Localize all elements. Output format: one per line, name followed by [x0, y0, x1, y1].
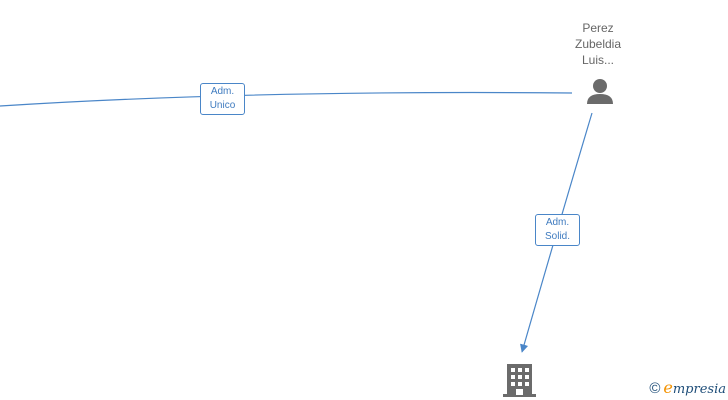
person-name-line-2: Zubeldia [574, 37, 622, 51]
person-name-line-3: Luis... [581, 53, 614, 67]
edge-label-line-2: Unico [209, 100, 236, 111]
person-name-line-1: Perez [582, 21, 614, 35]
edge-label-line-1: Adm. [210, 86, 235, 97]
edge-label-adm-unico[interactable]: Adm. Unico [200, 83, 245, 115]
person-icon[interactable] [587, 79, 613, 104]
edge-label-line-1: Adm. [545, 217, 570, 228]
person-name-label[interactable]: Perez Zubeldia Luis... [557, 20, 639, 68]
copyright-symbol: © [649, 380, 661, 397]
building-icon[interactable] [503, 364, 536, 397]
edge-label-adm-solid[interactable]: Adm. Solid. [535, 214, 580, 246]
edge-label-line-2: Solid. [544, 231, 570, 242]
edge-left[interactable] [0, 91, 573, 107]
empresia-watermark: ©empresia [649, 378, 726, 397]
brand-initial: e [663, 378, 673, 397]
brand-name: mpresia [672, 382, 726, 397]
